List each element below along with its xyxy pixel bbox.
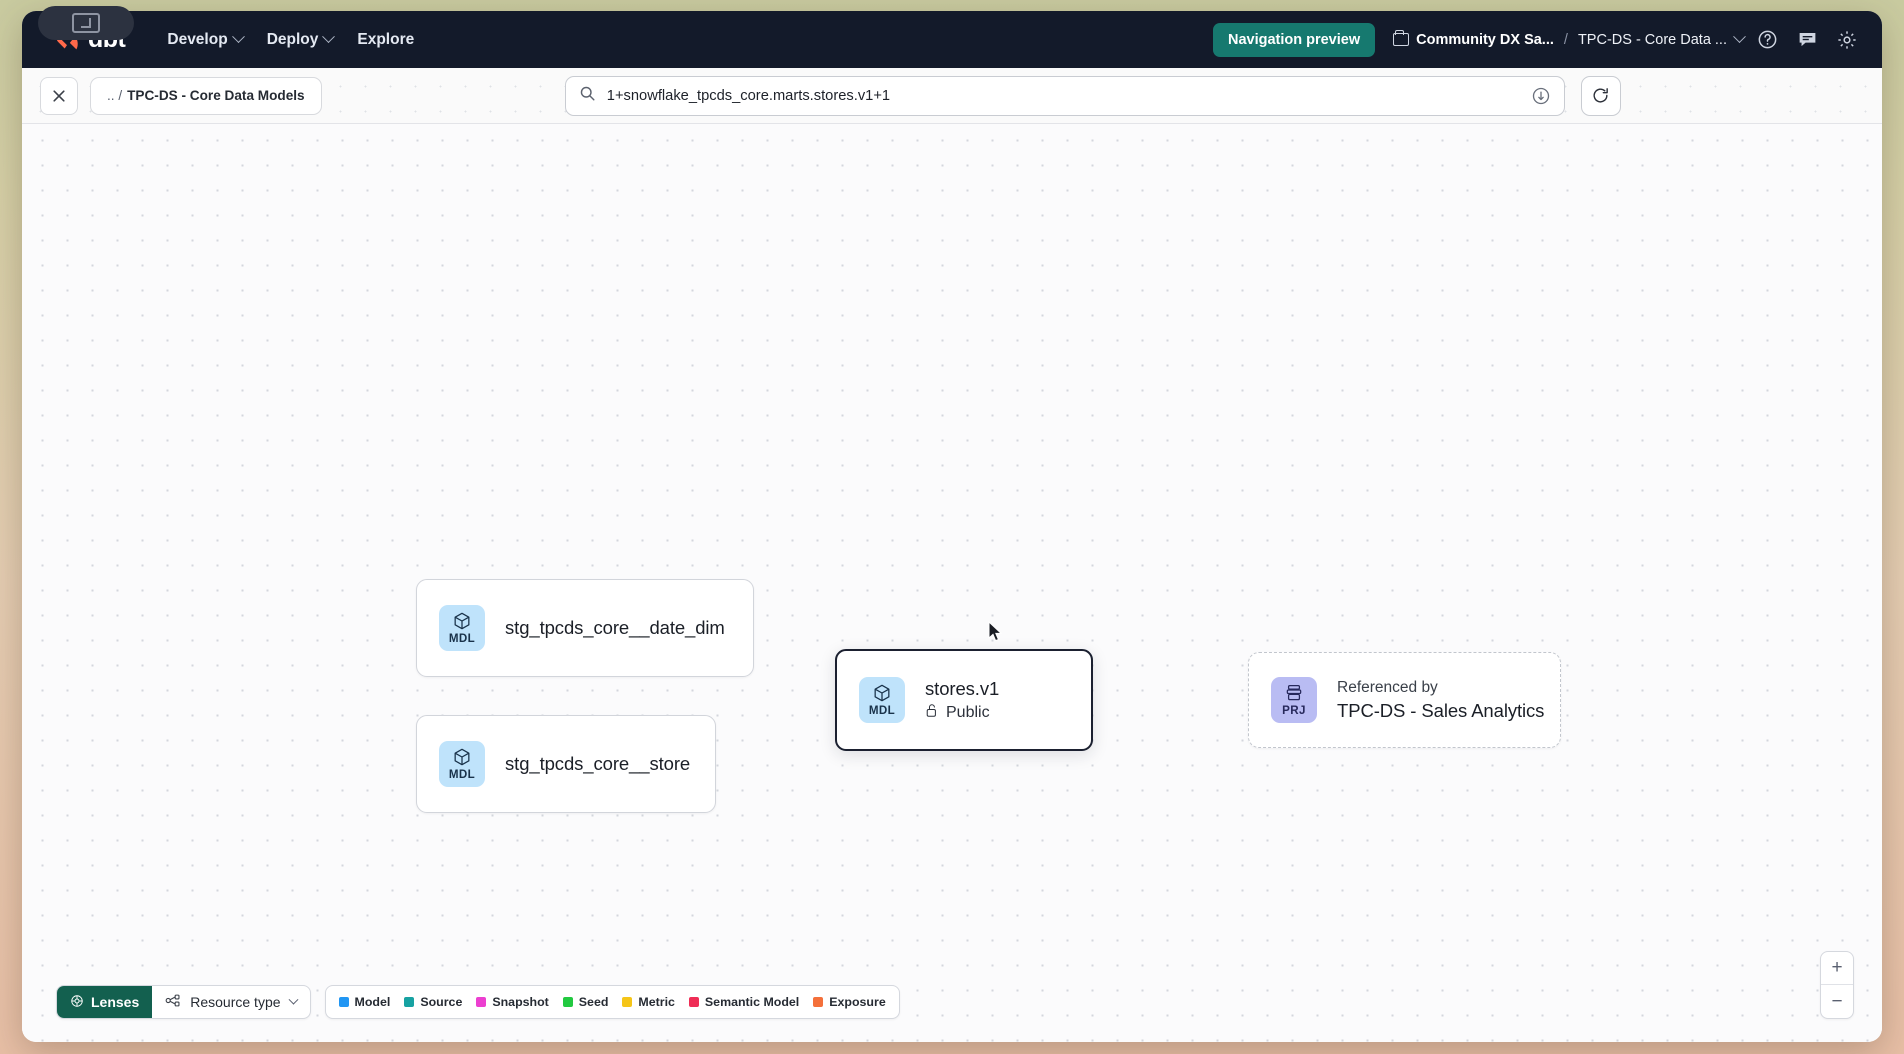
- legend-swatch: [476, 997, 487, 1007]
- zoom-controls: + −: [1820, 951, 1854, 1019]
- legend-item[interactable]: Model: [338, 995, 391, 1009]
- project-badge-label: PRJ: [1282, 704, 1306, 718]
- legend-item[interactable]: Snapshot: [476, 995, 549, 1009]
- legend-label: Source: [420, 995, 463, 1009]
- graph-edges: [22, 124, 322, 274]
- graph-node-referenced-by-project[interactable]: PRJ Referenced by TPC-DS - Sales Analyti…: [1248, 652, 1561, 748]
- node-title: stg_tpcds_core__date_dim: [505, 617, 725, 638]
- breadcrumb-account[interactable]: Community DX Sa...: [1393, 29, 1554, 48]
- chevron-down-icon: [1733, 30, 1746, 44]
- gear-icon[interactable]: [1830, 23, 1864, 57]
- legend-swatch: [404, 997, 415, 1007]
- nav-develop-label: Develop: [167, 30, 228, 48]
- zoom-in-button[interactable]: +: [1821, 952, 1853, 985]
- refresh-icon[interactable]: [1580, 75, 1621, 116]
- nav-develop[interactable]: Develop: [155, 23, 254, 57]
- navigation-preview-button[interactable]: Navigation preview: [1212, 22, 1376, 57]
- breadcrumb-account-label: Community DX Sa...: [1416, 31, 1554, 48]
- lenses-group: Lenses Resource type: [56, 985, 311, 1019]
- node-body: Referenced by TPC-DS - Sales Analytics: [1337, 679, 1544, 722]
- search-box[interactable]: [564, 75, 1565, 116]
- node-title: TPC-DS - Sales Analytics: [1337, 699, 1545, 721]
- legend-swatch: [562, 997, 573, 1007]
- legend-label: Exposure: [829, 995, 886, 1009]
- folder-icon: [1393, 29, 1410, 46]
- resource-type-dropdown[interactable]: Resource type: [152, 986, 309, 1018]
- node-access-row: Public: [925, 703, 999, 723]
- graph-toolbar: .. / TPC-DS - Core Data Models: [22, 68, 1882, 124]
- node-title: stores.v1: [925, 677, 1000, 699]
- legend-label: Semantic Model: [704, 995, 800, 1009]
- info-circle-icon[interactable]: [1531, 86, 1551, 106]
- legend-item[interactable]: Source: [404, 995, 462, 1009]
- help-circle-icon[interactable]: [1750, 23, 1784, 57]
- graph-node-stg-tpcds-core-date-dim[interactable]: MDL stg_tpcds_core__date_dim: [416, 579, 754, 677]
- top-navbar: dbt Develop Deploy Explore Navigation pr…: [22, 11, 1882, 68]
- chevron-down-icon: [231, 30, 245, 44]
- lenses-label: Lenses: [91, 994, 140, 1010]
- window-control-pill[interactable]: [38, 6, 134, 40]
- feedback-icon[interactable]: [1790, 23, 1824, 57]
- window-restore-icon: [72, 13, 100, 33]
- canvas-dot-grid: [22, 124, 1882, 1042]
- lineage-graph-canvas[interactable]: MDL stg_tpcds_core__date_dim MDL stg_tpc…: [22, 124, 1882, 1042]
- zoom-out-button[interactable]: −: [1831, 990, 1843, 1012]
- search-area: [564, 75, 1621, 116]
- bottom-left-controls: Lenses Resource type: [56, 985, 900, 1019]
- breadcrumb-separator: /: [1563, 31, 1568, 48]
- legend-bar: Model Source Snapshot Seed Metric Semantic Mo…: [324, 985, 900, 1019]
- legend-label: Seed: [578, 995, 609, 1009]
- resource-type-label: Resource type: [190, 994, 281, 1010]
- legend-label: Metric: [638, 995, 675, 1009]
- chevron-down-icon: [322, 30, 336, 44]
- breadcrumb-project[interactable]: TPC-DS - Core Data ...: [1577, 30, 1746, 48]
- model-badge: MDL: [439, 605, 485, 651]
- nav-deploy[interactable]: Deploy: [255, 23, 346, 57]
- node-access-label: Public: [946, 703, 990, 721]
- unlock-icon: [925, 703, 939, 723]
- lenses-button[interactable]: Lenses: [57, 986, 153, 1018]
- legend-label: Model: [354, 995, 391, 1009]
- app-window: dbt Develop Deploy Explore Navigation pr…: [22, 11, 1882, 1042]
- node-title: stg_tpcds_core__store: [505, 753, 691, 774]
- legend-item[interactable]: Exposure: [813, 995, 886, 1009]
- legend-item[interactable]: Seed: [562, 995, 609, 1009]
- search-icon: [579, 85, 596, 107]
- chevron-down-icon: [288, 994, 298, 1005]
- node-body: stg_tpcds_core__date_dim: [505, 617, 725, 639]
- legend-swatch: [622, 997, 633, 1007]
- legend-items: Model Source Snapshot Seed Metric Semantic Mo…: [326, 986, 899, 1018]
- lenses-icon: [70, 994, 84, 1011]
- model-badge: MDL: [439, 741, 485, 787]
- node-body: stores.v1 Public: [925, 678, 999, 723]
- legend-item[interactable]: Metric: [622, 995, 675, 1009]
- search-input[interactable]: [606, 76, 1520, 115]
- model-badge-label: MDL: [448, 632, 476, 646]
- node-body: stg_tpcds_core__store: [505, 753, 690, 775]
- project-badge: PRJ: [1271, 677, 1317, 723]
- legend-swatch: [688, 997, 699, 1007]
- graph-node-stores-v1[interactable]: MDL stores.v1 Public: [835, 649, 1093, 751]
- breadcrumb-prefix: .. /: [107, 88, 123, 103]
- navbar-breadcrumb: Community DX Sa... / TPC-DS - Core Data …: [1393, 29, 1746, 48]
- legend-swatch: [813, 997, 824, 1007]
- model-badge-label: MDL: [448, 768, 476, 782]
- nav-deploy-label: Deploy: [266, 30, 319, 48]
- nav-explore[interactable]: Explore: [345, 23, 426, 57]
- legend-item[interactable]: Semantic Model: [688, 995, 800, 1009]
- nav-explore-label: Explore: [357, 30, 415, 48]
- close-icon[interactable]: [40, 76, 78, 115]
- graph-node-stg-tpcds-core-store[interactable]: MDL stg_tpcds_core__store: [416, 715, 716, 813]
- breadcrumb[interactable]: .. / TPC-DS - Core Data Models: [90, 76, 322, 115]
- navbar-right-group: Navigation preview Community DX Sa... / …: [1212, 22, 1864, 57]
- model-badge: MDL: [859, 677, 905, 723]
- legend-label: Snapshot: [492, 995, 549, 1009]
- resource-type-icon: [165, 993, 181, 1011]
- breadcrumb-current: TPC-DS - Core Data Models: [127, 88, 305, 103]
- model-badge-label: MDL: [868, 704, 896, 718]
- legend-swatch: [338, 997, 349, 1007]
- breadcrumb-project-label: TPC-DS - Core Data ...: [1577, 31, 1727, 48]
- node-kicker: Referenced by: [1337, 678, 1438, 696]
